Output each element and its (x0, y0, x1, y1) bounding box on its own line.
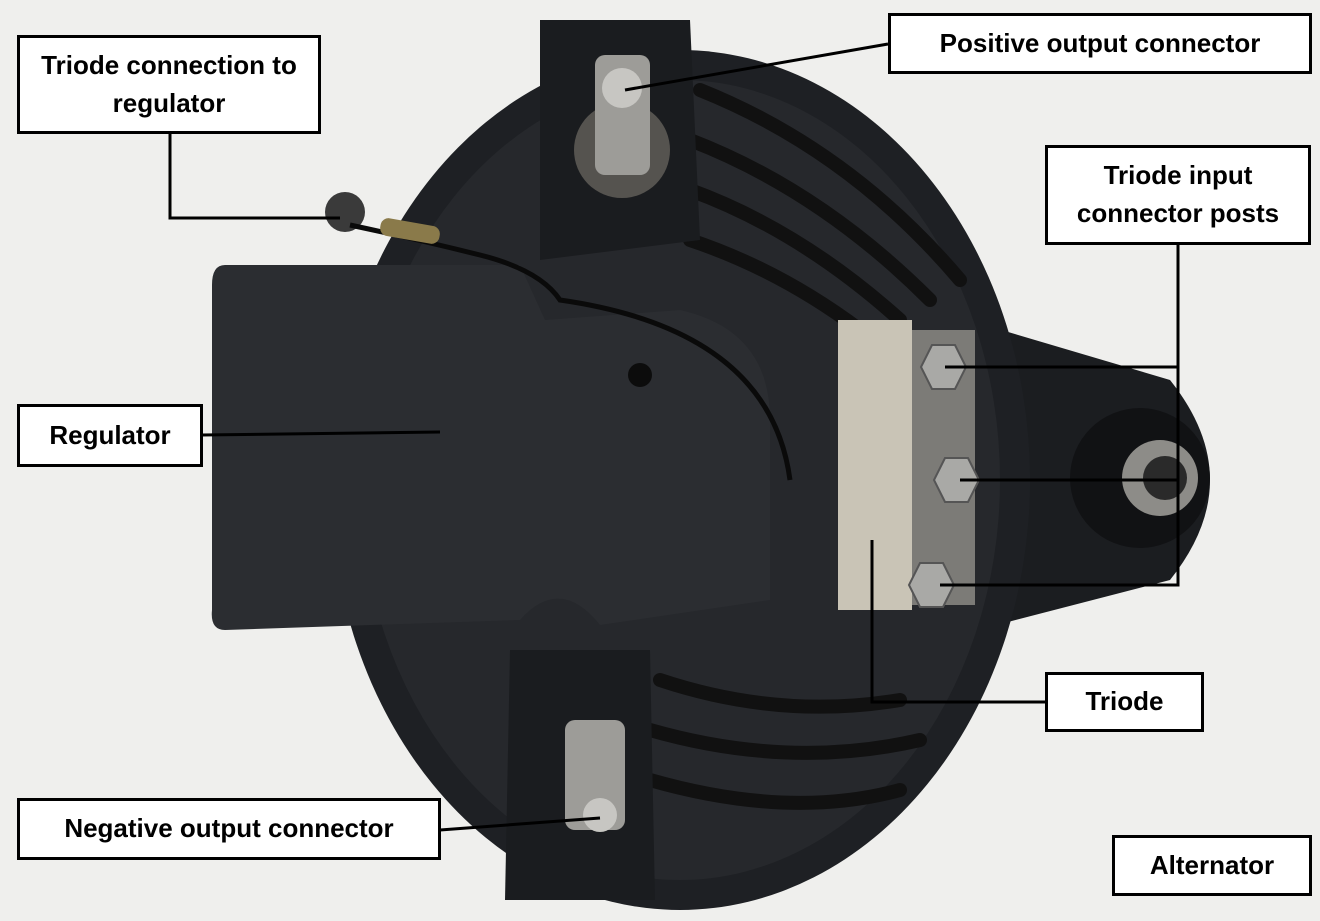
label-positive-output: Positive output connector (888, 13, 1312, 74)
leader-regulator (201, 430, 441, 437)
leader-negative-output (439, 816, 601, 832)
regulator-box (211, 265, 770, 630)
leader-triode (870, 540, 1045, 704)
label-triode: Triode (1045, 672, 1204, 732)
label-triode-connection: Triode connection to regulator (17, 35, 321, 134)
label-alternator: Alternator (1112, 835, 1312, 896)
leader-triode-input (940, 244, 1180, 587)
label-regulator: Regulator (17, 404, 203, 467)
leader-positive-output (624, 42, 889, 92)
label-triode-input: Triode input connector posts (1045, 145, 1311, 245)
label-negative-output: Negative output connector (17, 798, 441, 860)
leader-triode-connection (168, 133, 340, 220)
triode-bar (838, 320, 912, 610)
